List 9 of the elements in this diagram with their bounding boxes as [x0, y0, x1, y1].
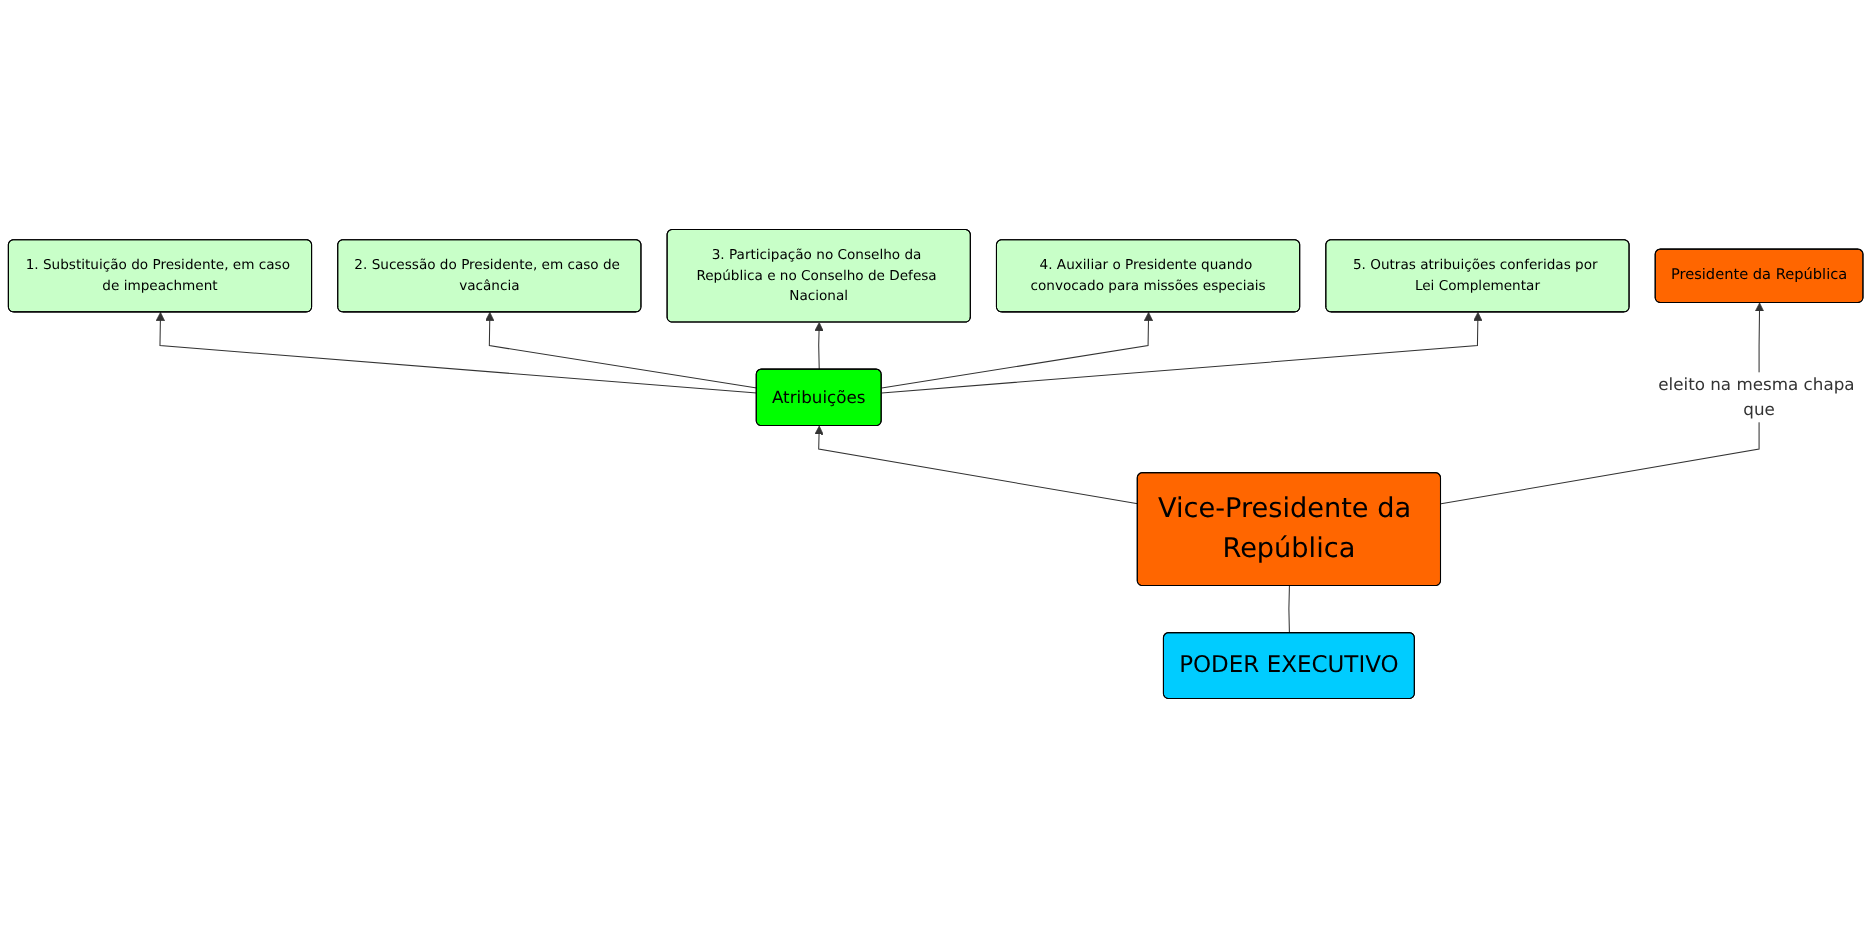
arrow — [1440, 302, 1765, 505]
arrow — [881, 311, 1154, 389]
arrow — [485, 311, 758, 389]
arrow — [155, 311, 758, 394]
arrow — [814, 425, 1139, 505]
edge-label: eleito na mesma chapa que — [1658, 374, 1855, 420]
arrow — [881, 311, 1483, 394]
arrow — [814, 322, 824, 371]
connector — [1288, 585, 1290, 634]
